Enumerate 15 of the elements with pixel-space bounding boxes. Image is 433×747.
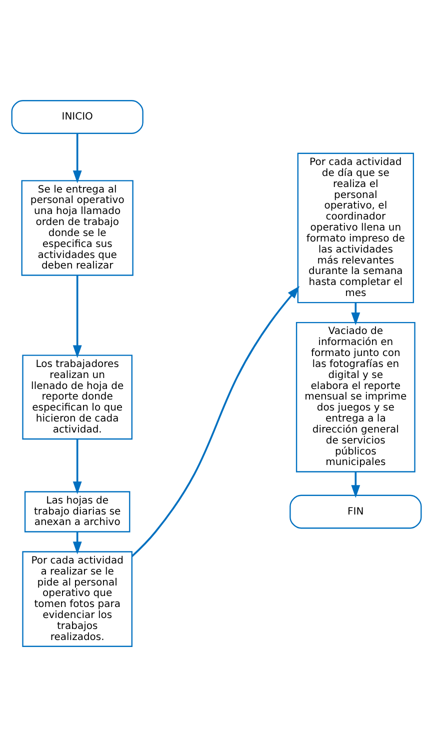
arrow: [72, 439, 82, 494]
arrow: [351, 302, 360, 326]
arrow: [131, 286, 300, 557]
node-box: Por cada actividad de día que se realiza el personal operativo, el coordinador operativo llena un formato impreso de las actividades más relevantes durante la semana hasta completar el mes: [297, 152, 414, 304]
arrow: [72, 134, 82, 184]
node-box: INICIO: [11, 100, 144, 134]
node-box: Se le entrega al personal operativo una hoja llamado orden de trabajo donde se le especifica sus actividades que deben realizar: [21, 180, 134, 276]
node-box: FIN: [290, 494, 422, 529]
node-box: Las hojas de trabajo diarias se anexan a archivo: [24, 491, 130, 532]
node-box: Vaciado de información en formato junto con las fotografías en digital y se elabora el reporte mensual se imprime dos juegos y se entrega a la dirección general de servicios públicos municipales: [296, 322, 416, 472]
arrow: [351, 472, 360, 498]
node-box: Los trabajadores realizan un llenado de hoja de reporte donde especifican lo que hicieron de cada actividad.: [22, 354, 132, 440]
arrow: [72, 532, 82, 554]
node-box: Por cada actividad a realizar se le pide al personal operativo que tomen fotos para evidenciar los trabajos realizados.: [22, 551, 132, 647]
arrow: [72, 276, 82, 358]
